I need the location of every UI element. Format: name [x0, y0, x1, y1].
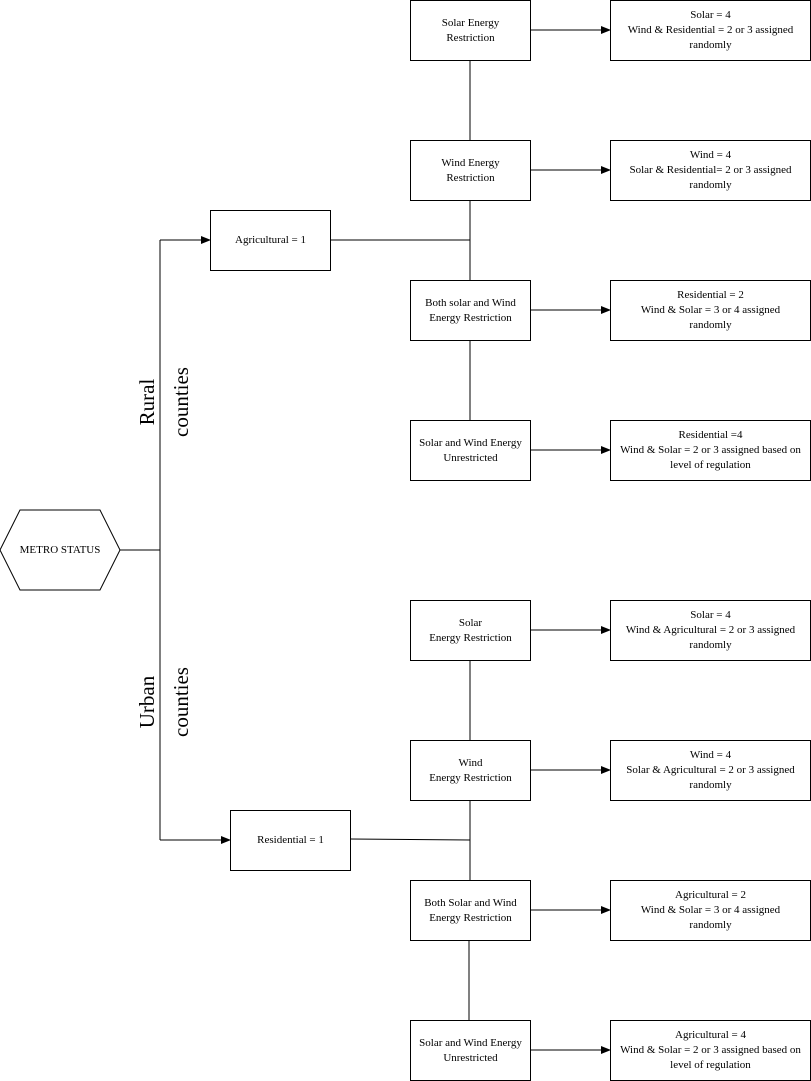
rural-result-wind: Wind = 4 Solar & Residential= 2 or 3 ass… — [610, 140, 811, 201]
rural-condition-wind: Wind Energy Restriction — [410, 140, 531, 201]
urban-condition-both: Both Solar and Wind Energy Restriction — [410, 880, 531, 941]
urban-condition-solar: Solar Energy Restriction — [410, 600, 531, 661]
metro-status-label: METRO STATUS — [19, 544, 101, 556]
rural-condition-both: Both solar and Wind Energy Restriction — [410, 280, 531, 341]
urban-counties-label: Urban counties — [135, 667, 193, 737]
rural-condition-solar: Solar Energy Restriction — [410, 0, 531, 61]
rural-condition-unrestricted: Solar and Wind Energy Unrestricted — [410, 420, 531, 481]
urban-condition-wind: Wind Energy Restriction — [410, 740, 531, 801]
rural-result-solar: Solar = 4 Wind & Residential = 2 or 3 as… — [610, 0, 811, 61]
urban-result-both: Agricultural = 2 Wind & Solar = 3 or 4 a… — [610, 880, 811, 941]
urban-base-connector — [349, 838, 471, 841]
rural-result-unrestricted: Residential =4 Wind & Solar = 2 or 3 ass… — [610, 420, 811, 481]
rural-base-box: Agricultural = 1 — [210, 210, 331, 271]
urban-base-box: Residential = 1 — [230, 810, 351, 871]
rural-result-both: Residential = 2 Wind & Solar = 3 or 4 as… — [610, 280, 811, 341]
urban-result-solar: Solar = 4 Wind & Agricultural = 2 or 3 a… — [610, 600, 811, 661]
urban-result-unrestricted: Agricultural = 4 Wind & Solar = 2 or 3 a… — [610, 1020, 811, 1081]
urban-condition-unrestricted: Solar and Wind Energy Unrestricted — [410, 1020, 531, 1081]
rural-counties-label: Rural counties — [135, 367, 193, 437]
root-hexagon — [0, 509, 121, 591]
urban-result-wind: Wind = 4 Solar & Agricultural = 2 or 3 a… — [610, 740, 811, 801]
